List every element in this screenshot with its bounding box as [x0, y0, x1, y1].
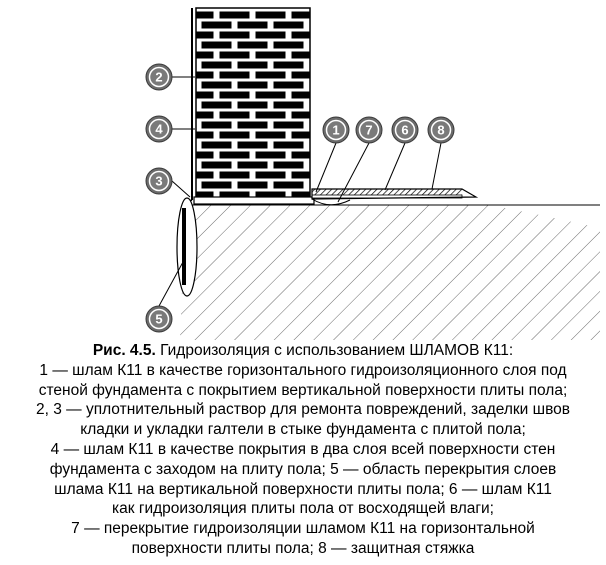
- callout-7: 7: [355, 116, 383, 144]
- foundation-wall: [191, 7, 311, 205]
- callout-5: 5: [145, 305, 173, 333]
- caption-line: поверхности плиты пола; 8 — защитная стя…: [131, 539, 475, 557]
- caption-title-line: Рис. 4.5. Гидроизоляция с использованием…: [0, 341, 606, 361]
- caption-line: 7 — перекрытие гидроизоляции шламом К11 …: [71, 520, 535, 538]
- floor-slab-hatch: [180, 204, 600, 340]
- caption-line: 4 — шлам К11 в качестве покрытия в два с…: [50, 440, 556, 458]
- callout-label: 1: [332, 123, 339, 138]
- callout-4: 4: [145, 115, 173, 143]
- caption-line: 1 — шлам К11 в качестве горизонтального …: [39, 361, 567, 379]
- waterproofing-diagram: 2 4 3 5 1 7 6 8: [145, 7, 600, 340]
- floor-screed-layers: [311, 188, 479, 206]
- callout-label: 3: [155, 174, 162, 189]
- callout-leaders: [158, 76, 442, 307]
- vertical-slab-coating: [176, 197, 198, 297]
- callout-label: 5: [155, 312, 162, 327]
- callout-label: 2: [155, 70, 162, 85]
- callout-label: 4: [155, 122, 163, 137]
- callout-2: 2: [145, 63, 173, 91]
- caption-line: шлама К11 на вертикальной поверхности пл…: [54, 480, 552, 498]
- caption-line: стеной фундамента с покрытием вертикальн…: [38, 381, 568, 399]
- callout-label: 6: [401, 123, 408, 138]
- figure-caption: Рис. 4.5. Гидроизоляция с использованием…: [0, 341, 606, 559]
- caption-line: фундамента с заходом на плиту пола; 5 — …: [49, 460, 557, 478]
- callout-markers: 2 4 3 5 1 7 6 8: [145, 63, 455, 333]
- callout-3: 3: [145, 167, 173, 195]
- caption-line: как гидроизоляция плиты пола от восходящ…: [112, 500, 494, 518]
- caption-line: 2, 3 — уплотнительный раствор для ремонт…: [35, 401, 570, 419]
- caption-line: кладки и укладки галтели в стыке фундаме…: [80, 421, 526, 439]
- callout-label: 7: [365, 123, 372, 138]
- callout-label: 8: [437, 123, 444, 138]
- callout-1: 1: [322, 116, 350, 144]
- callout-6: 6: [391, 116, 419, 144]
- callout-8: 8: [427, 116, 455, 144]
- figure-title: Гидроизоляция с использованием ШЛАМОВ К1…: [155, 342, 514, 359]
- figure-number: Рис. 4.5.: [92, 342, 156, 359]
